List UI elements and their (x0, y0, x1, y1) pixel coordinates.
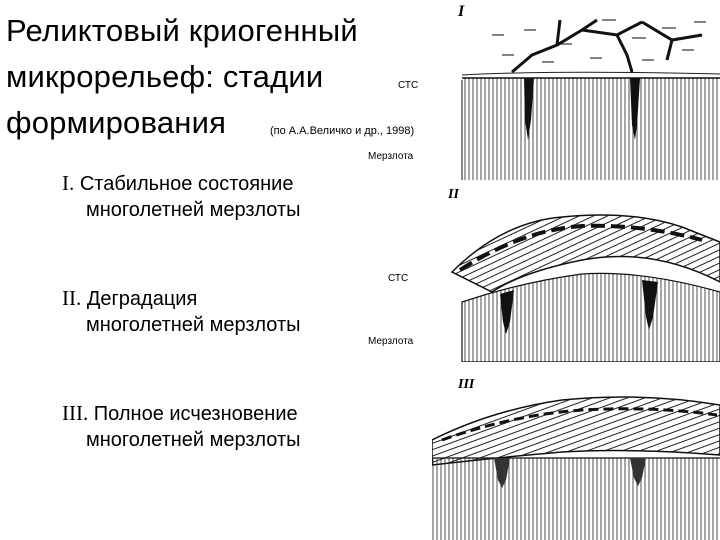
title-line-3: формирования (6, 105, 227, 140)
stage-3-illustration: III (432, 370, 720, 540)
source-citation: (по А.А.Величко и др., 1998) (270, 125, 415, 137)
permafrost-hatch (432, 458, 720, 540)
stage-text-2b: многолетней мерзлоты (86, 314, 301, 336)
title-line-2: микрорельеф: стадии (6, 59, 324, 94)
surface-dashes (492, 19, 706, 63)
stage-1-illustration: I (432, 0, 720, 180)
title-line-1: Реликтовый криогенный (6, 13, 358, 48)
stage-item-3: III. Полное исчезновение многолетней мер… (62, 400, 300, 453)
stage-text-3a: Полное исчезновение (93, 403, 298, 425)
permafrost-hatch (462, 78, 720, 180)
ice-wedges (500, 280, 658, 334)
stage-mark-3: III (457, 377, 475, 392)
stage-mark-1: I (457, 3, 465, 20)
stage-number-1: I. (62, 171, 75, 195)
permafrost-label-2: Мерзлота (368, 336, 414, 347)
thawed-layer (450, 214, 720, 293)
stage-item-1: I. Стабильное состояние многолетней мерз… (62, 170, 300, 223)
stage-2-illustration: II (432, 182, 720, 362)
stage-item-2: II. Деградация многолетней мерзлоты (62, 285, 300, 338)
thawed-layer (432, 396, 720, 466)
crack-network (511, 18, 703, 74)
stc-label-1: СТС (398, 80, 419, 91)
stage-number-3: III. (62, 401, 89, 425)
ice-wedges (524, 78, 640, 140)
stage-text-3b: многолетней мерзлоты (86, 429, 301, 451)
stage-mark-2: II (447, 187, 459, 202)
stage-text-1a: Стабильное состояние (79, 173, 294, 195)
stage-text-1b: многолетней мерзлоты (86, 199, 301, 221)
stc-label-2: СТС (388, 273, 409, 284)
permafrost-label-1: Мерзлота (368, 151, 414, 162)
slide-title: Реликтовый криогенный микрорельеф: стади… (6, 8, 358, 146)
wedge-casts (494, 458, 646, 488)
stage-text-2a: Деградация (86, 288, 198, 310)
stage-number-2: II. (62, 286, 82, 310)
